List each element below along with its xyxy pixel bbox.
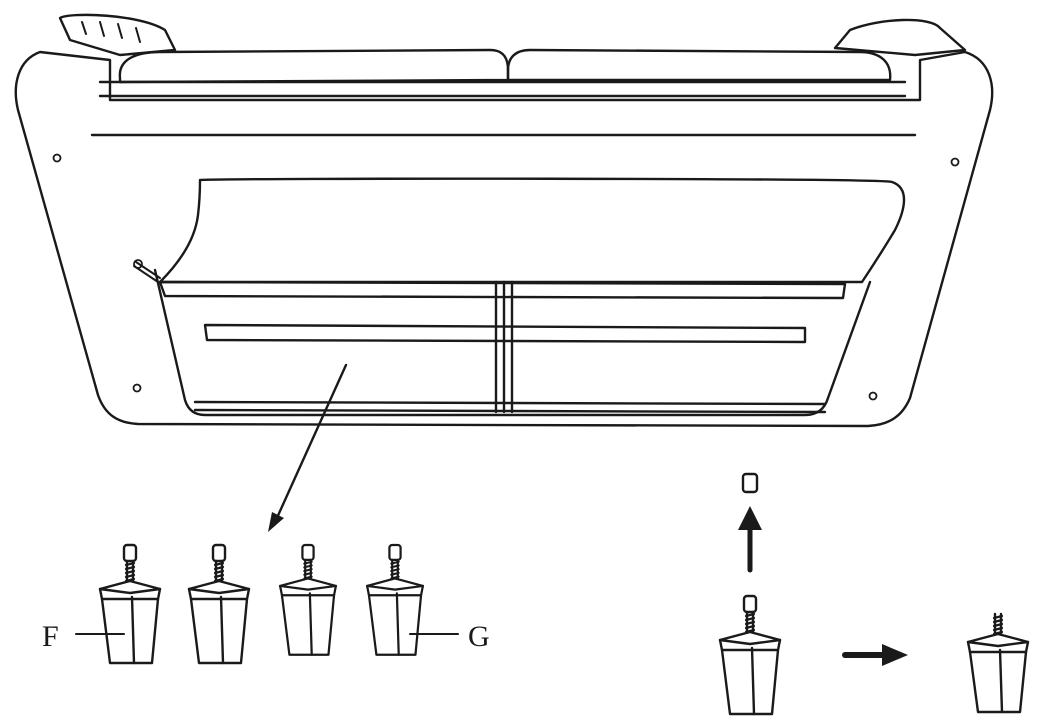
- screw-hole: [950, 157, 960, 167]
- dust-cover: [158, 177, 906, 284]
- leg-without-cap: [966, 612, 1030, 714]
- label-g: G: [468, 620, 490, 653]
- leg-set: [98, 543, 425, 665]
- screw-hole: [52, 153, 62, 163]
- wooden-leg: [98, 543, 162, 665]
- seat-cushion-left: [118, 48, 510, 84]
- removed-cap: [741, 472, 759, 494]
- right-armrest: [833, 18, 967, 57]
- label-f: F: [42, 620, 59, 653]
- cap-removal-step: [718, 472, 1030, 716]
- sofa-underside: [14, 13, 994, 428]
- wooden-leg: [278, 543, 338, 656]
- center-support: [494, 280, 514, 414]
- screw-hole: [132, 383, 142, 393]
- wooden-leg: [365, 543, 425, 656]
- pointer-arrow: [268, 363, 348, 532]
- wooden-leg: [187, 543, 251, 665]
- rear-rail: [158, 280, 847, 300]
- leg-with-cap: [718, 594, 782, 716]
- sofa-frame: [14, 50, 994, 428]
- screw-hole: [868, 391, 878, 401]
- middle-rail: [203, 323, 807, 344]
- left-armrest: [58, 13, 177, 57]
- seat-cushion-right: [506, 48, 892, 82]
